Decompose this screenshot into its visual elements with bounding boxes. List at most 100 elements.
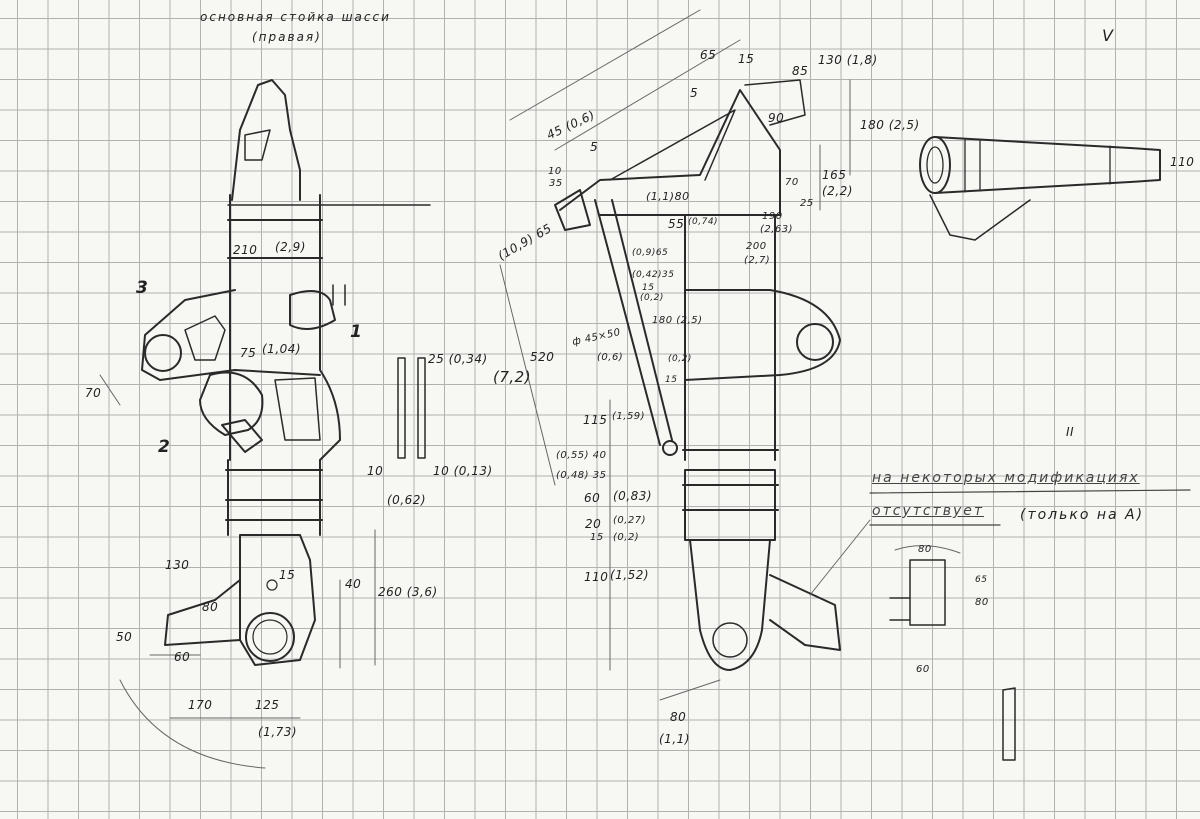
middle-dimension-lines — [499, 9, 871, 701]
left-small-hole — [266, 579, 278, 591]
dimension-label: (7,2) — [493, 368, 532, 386]
dimension-label: 25 (0,34) — [428, 352, 488, 366]
dimension-label: (0,62) — [387, 493, 427, 507]
drawing-title: основная стойка шасси — [200, 10, 391, 24]
left-axle — [245, 612, 295, 662]
left-strut-sketch — [99, 79, 431, 769]
callout-number: 2 — [158, 437, 171, 457]
left-mid-body — [229, 289, 341, 461]
left-nozzle-2 — [221, 419, 263, 453]
dimension-label: 125 — [255, 698, 280, 712]
middle-collar — [684, 289, 841, 381]
dimension-label: (0,9)65 — [632, 248, 669, 258]
dimension-label: 10 — [367, 464, 384, 478]
note-text: на некоторых модификациях — [872, 470, 1140, 486]
dimension-label: (1,59) — [612, 411, 646, 422]
middle-strut-sketch — [499, 9, 871, 701]
dimension-label: 10 — [548, 166, 562, 177]
dimension-label: 15 — [738, 52, 755, 66]
dimension-label: 80 — [918, 544, 932, 555]
left-dimension-lines — [99, 374, 376, 769]
middle-strut-pin — [662, 440, 678, 456]
dimension-label: 35 — [549, 178, 563, 189]
dimension-label: 70 — [85, 386, 102, 400]
dimension-label: 110 — [584, 570, 609, 584]
dimension-label: 20 — [585, 517, 602, 531]
drawing-subtitle: (правая) — [252, 30, 322, 44]
left-axle-inner — [252, 619, 288, 655]
dimension-label: 90 — [768, 111, 785, 125]
dimension-label: 130 (1,8) — [818, 53, 878, 67]
dimension-label: 5 — [590, 140, 599, 154]
dimension-label: 165 — [822, 168, 847, 182]
right-cylinder-end — [919, 136, 951, 194]
left-arm-window — [184, 315, 226, 361]
left-lug-2 — [199, 371, 264, 436]
note-text: отсутствует — [872, 503, 985, 519]
middle-triangle-web — [609, 109, 736, 181]
left-fitting-1 — [289, 290, 336, 330]
dimension-label: 65 — [700, 48, 717, 62]
dimension-label: 170 — [188, 698, 213, 712]
middle-side-bracket — [769, 574, 841, 651]
callout-number: 1 — [350, 322, 363, 342]
left-fitting-hole — [244, 129, 271, 161]
dimension-label: (0,83) — [613, 489, 653, 503]
dimension-label: 200 — [746, 241, 767, 252]
dimension-label: 55 — [668, 217, 685, 231]
callout-number: 3 — [136, 278, 149, 298]
left-window — [274, 377, 321, 441]
dimension-label: 85 — [792, 64, 809, 78]
right-top-sketch — [919, 136, 1161, 241]
dimension-label: (0,55) 40 — [556, 450, 607, 461]
dimension-label: 75 — [240, 346, 257, 360]
dimension-label: 15 — [590, 532, 604, 543]
left-upper-cylinder — [227, 194, 323, 291]
left-lower-cylinder — [225, 459, 323, 536]
dimension-label: 130 — [165, 558, 190, 572]
dimension-label: 25 — [800, 198, 814, 209]
dimension-label: (2,7) — [744, 255, 771, 266]
dimension-label: 520 — [530, 350, 555, 364]
dimension-label: 260 (3,6) — [378, 585, 438, 599]
dimension-label: 190 — [762, 211, 783, 222]
dimension-label: (1,52) — [610, 568, 650, 582]
dimension-label: 180 (2,5) — [652, 315, 703, 326]
right-cylinder-body — [934, 136, 1161, 194]
dimension-label: 80 — [670, 710, 687, 724]
view-marker: II — [1066, 425, 1075, 439]
left-fitting-1-pins — [332, 284, 346, 306]
middle-left-tube — [554, 189, 591, 231]
dimension-label: 60 — [584, 491, 601, 505]
dimension-label: (0,6) — [597, 352, 624, 363]
middle-cylinder — [682, 214, 779, 541]
right-bracket — [929, 194, 1031, 241]
dimension-label: 10 (0,13) — [433, 464, 493, 478]
dimension-label: 5 — [690, 86, 699, 100]
dimension-label: 80 — [975, 597, 989, 608]
dimension-label: 15 — [279, 568, 296, 582]
right-detail-sketch — [889, 545, 1016, 761]
dimension-label: 210 — [233, 243, 258, 257]
dimension-label: (1,1)80 — [646, 190, 690, 203]
dimension-label: 40 — [345, 577, 362, 591]
dimension-label: (2,63) — [760, 224, 794, 235]
middle-top-triangle — [559, 89, 781, 216]
dimension-label: (0,74) — [688, 217, 719, 227]
dimension-label: (1,1) — [659, 732, 690, 746]
note-text: (только на А) — [1020, 507, 1145, 523]
view-marker: V — [1102, 26, 1114, 45]
left-arm-3 — [141, 289, 321, 381]
dimension-label: 70 — [785, 177, 799, 188]
dimension-label: 65 — [975, 575, 988, 585]
left-detail-plates — [397, 357, 426, 459]
dimension-label: (0,2) — [668, 354, 692, 364]
left-lug-3 — [144, 334, 182, 372]
dimension-label: (0,2) — [613, 532, 640, 543]
dimension-label: 180 (2,5) — [860, 118, 920, 132]
dimension-label: (1,04) — [262, 342, 302, 356]
dimension-label: 60 — [916, 664, 930, 675]
dimension-label: (0,48) 35 — [556, 470, 607, 481]
